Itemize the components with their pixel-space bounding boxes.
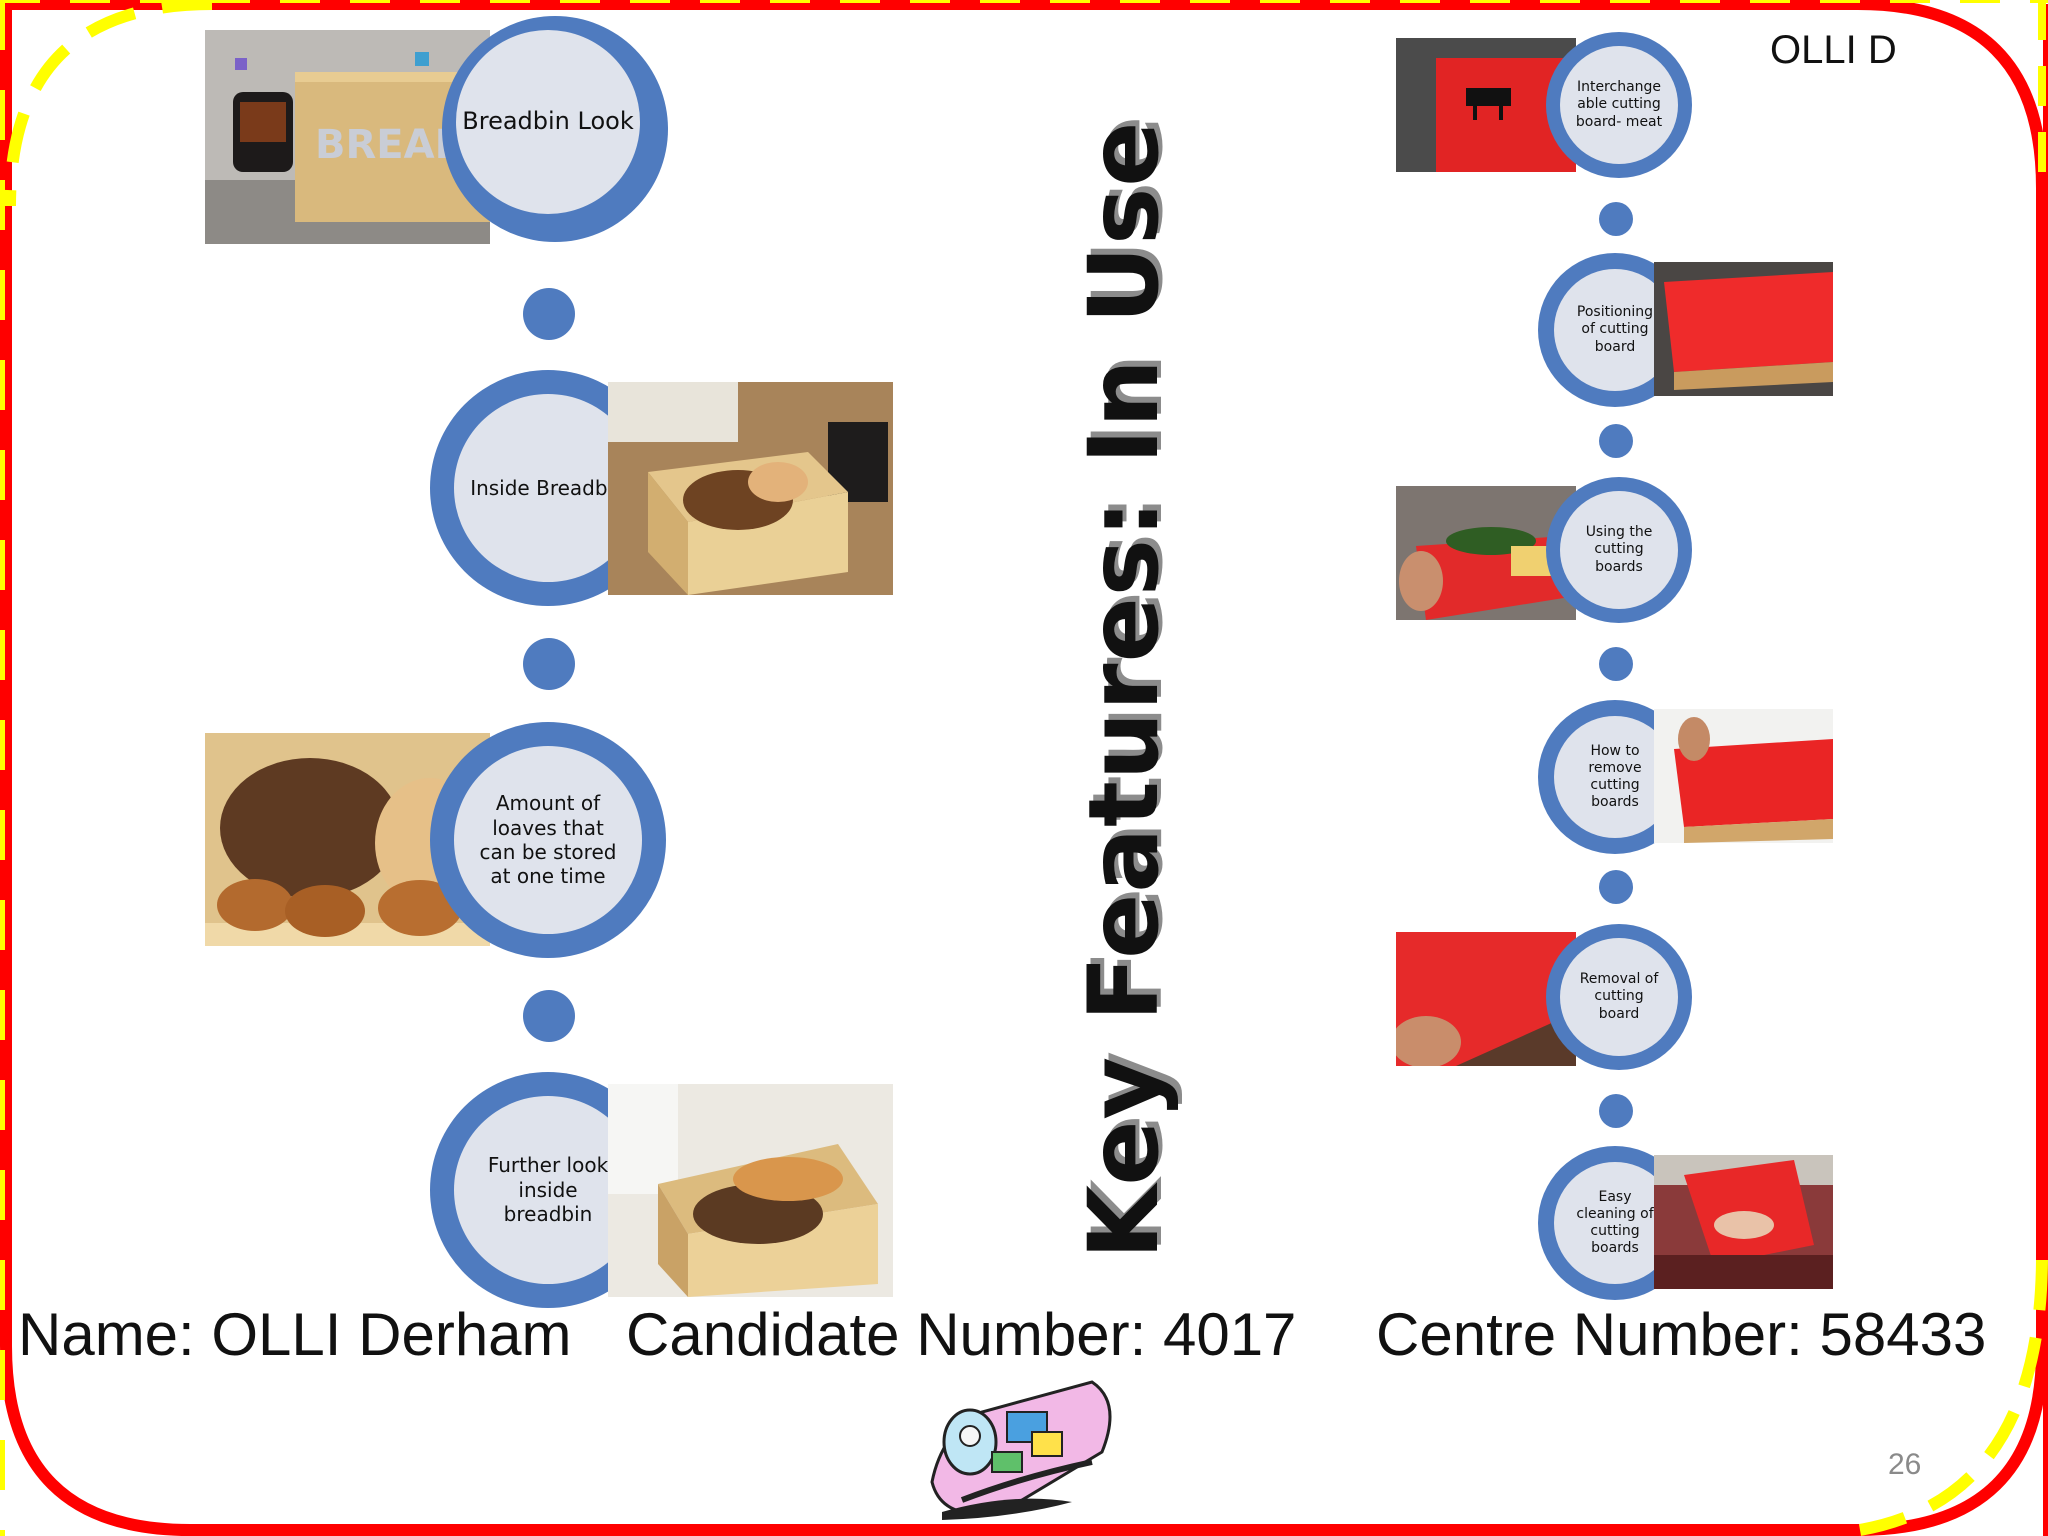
timeline-node-label: Positioning of cutting board [1576, 304, 1654, 355]
timeline-node-label: Further look inside breadbin [487, 1153, 609, 1227]
timeline-node-label: Removal of cutting board [1579, 971, 1659, 1022]
footer-candidate-number: Candidate Number: 4017 [626, 1301, 1297, 1368]
timeline-connector-dot [1599, 1094, 1633, 1128]
timeline-connector-dot [1599, 202, 1633, 236]
timeline-node-using-boards: Using the cutting boards [1546, 477, 1692, 623]
remove-cutting-boards-photo [1654, 709, 1833, 843]
cleaning-cutting-boards-photo [1654, 1155, 1833, 1289]
timeline-node-label: Inside Breadbin [470, 475, 626, 500]
footer-centre-number: Centre Number: 58433 [1376, 1301, 1987, 1368]
timeline-node-amount-of-loaves: Amount of loaves that can be stored at o… [430, 722, 666, 958]
timeline-connector-dot [523, 638, 575, 690]
positioning-cutting-board-photo [1654, 262, 1833, 396]
timeline-connector-dot [523, 990, 575, 1042]
timeline-node-removal: Removal of cutting board [1546, 924, 1692, 1070]
owner-tag: OLLI D [1770, 28, 1897, 72]
timeline-node-breadbin-look: Breadbin Look [442, 16, 668, 242]
timeline-node-label: Amount of loaves that can be stored at o… [479, 791, 617, 889]
timeline-connector-dot [523, 288, 575, 340]
timeline-connector-dot [1599, 647, 1633, 681]
timeline-node-label: Using the cutting boards [1585, 524, 1653, 575]
timeline-node-label: How to remove cutting boards [1588, 742, 1642, 811]
breadbin-further-inside-photo [608, 1084, 893, 1297]
decorative-sticker-logo-icon [930, 1380, 1112, 1520]
breadbin-interior-photo [608, 382, 893, 595]
timeline-node-label: Easy cleaning of cutting boards [1576, 1188, 1654, 1257]
timeline-connector-dot [1599, 870, 1633, 904]
timeline-node-label: Breadbin Look [462, 107, 634, 136]
timeline-node-label: Interchange able cutting board- meat [1575, 79, 1663, 130]
footer-name: Name: OLLI Derham [18, 1301, 572, 1368]
timeline-node-meat-board: Interchange able cutting board- meat [1546, 32, 1692, 178]
timeline-connector-dot [1599, 424, 1633, 458]
page-number: 26 [1888, 1448, 1922, 1481]
